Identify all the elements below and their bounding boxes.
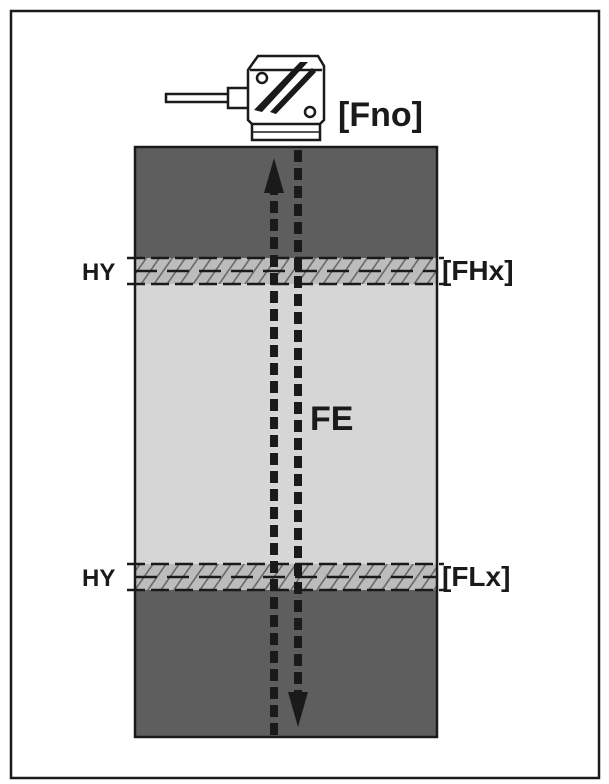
- column-border: [133, 145, 439, 739]
- measuring-column: [133, 145, 439, 739]
- upper-dark-zone: [135, 147, 437, 258]
- range-arrows: [264, 150, 308, 735]
- low-threshold-label: [FLx]: [442, 561, 510, 592]
- light-zone: [135, 284, 437, 564]
- arrow-down-icon: [288, 692, 308, 727]
- hysteresis-label-bottom: HY: [82, 565, 115, 592]
- sensor-label: [Fno]: [338, 96, 423, 134]
- hysteresis-label-top: HY: [82, 259, 115, 286]
- range-label: FE: [310, 400, 353, 438]
- threshold-lines: [127, 256, 444, 592]
- flow-sensor-icon: [164, 54, 326, 142]
- arrow-up-icon: [264, 158, 284, 193]
- high-threshold-label: [FHx]: [442, 255, 514, 286]
- lower-dark-zone: [135, 590, 437, 737]
